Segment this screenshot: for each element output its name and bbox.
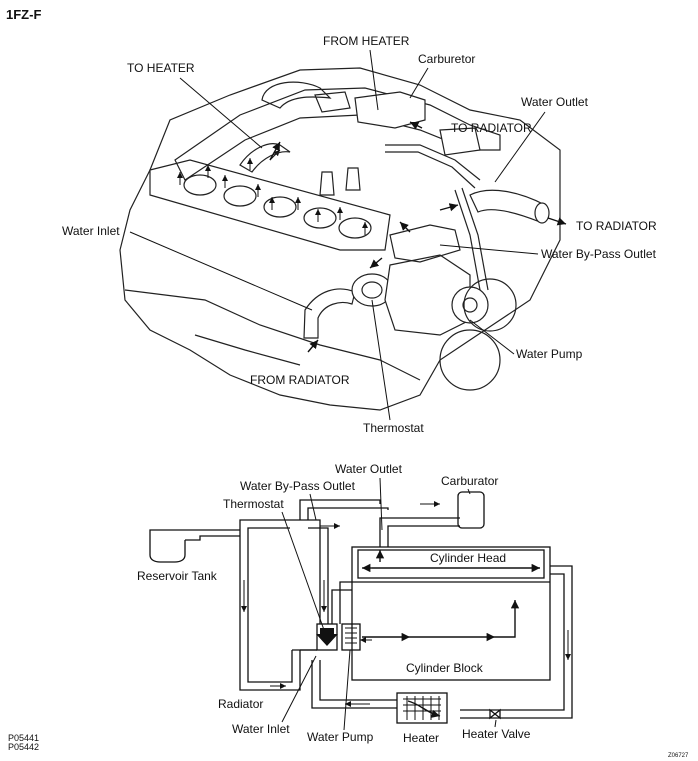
cooling-schematic bbox=[149, 491, 573, 724]
label-water-bypass-outlet-engine: Water By-Pass Outlet bbox=[541, 247, 657, 261]
engine-block-box bbox=[351, 546, 551, 681]
label-water-bypass-outlet-schematic: Water By-Pass Outlet bbox=[240, 479, 356, 493]
corner-code: Z06727 bbox=[668, 753, 689, 759]
engine-labels: FROM HEATER Carburetor TO HEATER Water O… bbox=[62, 34, 657, 435]
label-to-radiator-right: TO RADIATOR bbox=[576, 219, 657, 233]
label-carburetor: Carburetor bbox=[418, 52, 475, 66]
schematic-labels: Water Outlet Water By-Pass Outlet Carbur… bbox=[137, 462, 531, 745]
label-to-heater: TO HEATER bbox=[127, 61, 195, 75]
label-radiator: Radiator bbox=[218, 697, 263, 711]
figure-code-2: P05442 bbox=[8, 742, 39, 752]
engine-code-title: 1FZ-F bbox=[6, 7, 41, 22]
label-thermostat-schematic: Thermostat bbox=[223, 497, 284, 511]
label-heater: Heater bbox=[403, 731, 439, 745]
label-water-inlet-engine: Water Inlet bbox=[62, 224, 120, 238]
thermostat-box bbox=[316, 623, 338, 651]
engine-illustration bbox=[119, 67, 567, 411]
label-reservoir-tank: Reservoir Tank bbox=[137, 569, 218, 583]
label-water-pump-engine: Water Pump bbox=[516, 347, 583, 361]
figure-code-1: P05441 bbox=[8, 733, 39, 743]
label-water-outlet-schematic: Water Outlet bbox=[335, 462, 403, 476]
label-water-inlet-schematic: Water Inlet bbox=[232, 722, 290, 736]
label-carburator: Carburator bbox=[441, 474, 498, 488]
label-from-radiator: FROM RADIATOR bbox=[250, 373, 350, 387]
label-heater-valve: Heater Valve bbox=[462, 727, 531, 741]
label-cylinder-head: Cylinder Head bbox=[430, 551, 506, 565]
label-cylinder-block: Cylinder Block bbox=[406, 661, 484, 675]
reservoir-tank-shape bbox=[149, 540, 186, 563]
label-to-radiator-upper: TO RADIATOR bbox=[451, 121, 532, 135]
label-thermostat-engine: Thermostat bbox=[363, 421, 424, 435]
label-water-pump-schematic: Water Pump bbox=[307, 730, 374, 744]
label-water-outlet-engine: Water Outlet bbox=[521, 95, 589, 109]
carburator-box bbox=[457, 491, 485, 529]
label-from-heater: FROM HEATER bbox=[323, 34, 410, 48]
